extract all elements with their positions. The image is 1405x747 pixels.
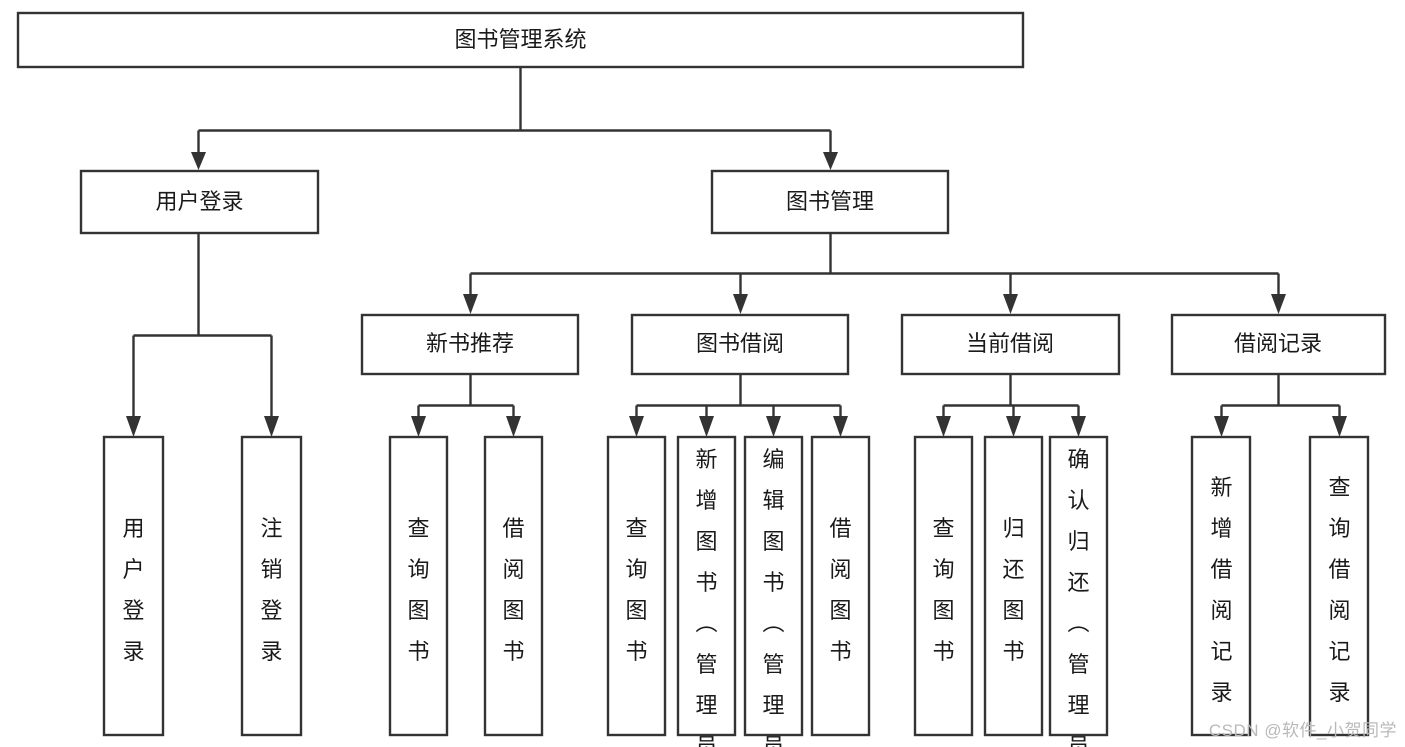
node-leaf-query-book-3-label: 查询图书 [932,516,954,664]
node-leaf-add-book-label: 新增图书（管理员） [695,447,717,747]
node-leaf-return-book-box[interactable] [983,435,1044,737]
node-user-login-box[interactable] [79,169,320,235]
arrowhead-leaf-user-login [126,416,141,437]
node-user-login[interactable]: 用户登录 [79,169,320,235]
node-leaf-return-book-label: 归还图书 [1002,516,1024,664]
node-leaf-borrow-book-1-label: 借阅图书 [502,516,524,664]
node-leaf-add-book[interactable]: 新增图书（管理员） [676,435,737,747]
node-leaf-borrow-book-2-label: 借阅图书 [829,516,851,664]
node-leaf-query-record[interactable]: 查询借阅记录 [1308,435,1370,737]
node-leaf-return-book[interactable]: 归还图书 [983,435,1044,737]
node-leaf-edit-book[interactable]: 编辑图书（管理员） [743,435,804,747]
node-leaf-query-book-1-box[interactable] [388,435,449,737]
node-leaf-query-book-1[interactable]: 查询图书 [388,435,449,737]
node-leaf-edit-book-label: 编辑图书（管理员） [762,447,784,747]
arrowhead-leaf-return-book [1006,416,1021,437]
node-leaf-logout-login[interactable]: 注销登录 [240,435,303,737]
arrowhead-leaf-edit-book [766,416,781,437]
node-leaf-borrow-book-1[interactable]: 借阅图书 [483,435,544,737]
arrowhead-leaf-query-book-3 [936,416,951,437]
connector-layer [126,67,1347,437]
node-book-manage-box[interactable] [710,169,950,235]
node-root-box[interactable] [16,11,1025,69]
arrowhead-leaf-logout-login [264,416,279,437]
arrowhead-leaf-query-book-1 [411,416,426,437]
node-leaf-query-book-2-box[interactable] [606,435,667,737]
node-book-manage[interactable]: 图书管理 [710,169,950,235]
node-leaf-add-book-box[interactable] [676,435,737,737]
arrowhead-leaf-query-record [1332,416,1347,437]
node-leaf-query-book-2-label: 查询图书 [625,516,647,664]
node-leaf-logout-login-label: 注销登录 [260,516,282,664]
node-root-label: 图书管理系统 [454,27,586,52]
node-leaf-confirm-return-label: 确认归还（管理员） [1067,447,1089,747]
arrowhead-book-borrow [733,294,748,314]
node-borrow-record-box[interactable] [1170,313,1387,376]
node-current-borrow-box[interactable] [900,313,1121,376]
arrowhead-leaf-borrow-book-1 [506,416,521,437]
arrowhead-user-login [191,152,206,170]
node-book-borrow[interactable]: 图书借阅 [630,313,850,376]
arrowhead-book-manage [823,152,838,170]
node-borrow-record-label: 借阅记录 [1234,331,1322,356]
node-leaf-query-book-2[interactable]: 查询图书 [606,435,667,737]
node-leaf-add-record-label: 新增借阅记录 [1210,475,1232,705]
node-new-book-recommend[interactable]: 新书推荐 [360,313,580,376]
node-leaf-query-record-box[interactable] [1308,435,1370,737]
node-leaf-borrow-book-2[interactable]: 借阅图书 [810,435,871,737]
node-leaf-add-record-box[interactable] [1190,435,1252,737]
node-book-borrow-box[interactable] [630,313,850,376]
node-leaf-edit-book-box[interactable] [743,435,804,737]
node-leaf-query-book-1-label: 查询图书 [407,516,429,664]
arrowhead-current-borrow [1003,294,1018,314]
node-leaf-user-login-box[interactable] [102,435,165,737]
node-leaf-logout-login-box[interactable] [240,435,303,737]
arrowhead-borrow-record [1271,294,1286,314]
node-current-borrow[interactable]: 当前借阅 [900,313,1121,376]
node-leaf-confirm-return[interactable]: 确认归还（管理员） [1048,435,1109,747]
node-leaf-user-login[interactable]: 用户登录 [102,435,165,737]
node-current-borrow-label: 当前借阅 [966,331,1054,356]
node-leaf-query-book-3-box[interactable] [913,435,974,737]
node-user-login-label: 用户登录 [155,189,243,214]
node-leaf-add-record[interactable]: 新增借阅记录 [1190,435,1252,737]
node-new-book-recommend-box[interactable] [360,313,580,376]
arrowhead-leaf-query-book-2 [629,416,644,437]
node-new-book-recommend-label: 新书推荐 [426,331,514,356]
node-leaf-user-login-label: 用户登录 [122,516,144,664]
arrowhead-leaf-add-book [699,416,714,437]
node-leaf-borrow-book-1-box[interactable] [483,435,544,737]
arrowhead-leaf-borrow-book-2 [833,416,848,437]
arrowhead-leaf-confirm-return [1071,416,1086,437]
node-leaf-confirm-return-box[interactable] [1048,435,1109,737]
arrowhead-leaf-add-record [1214,416,1229,437]
node-leaf-borrow-book-2-box[interactable] [810,435,871,737]
node-borrow-record[interactable]: 借阅记录 [1170,313,1387,376]
node-root[interactable]: 图书管理系统 [16,11,1025,69]
node-book-manage-label: 图书管理 [786,189,874,214]
node-leaf-query-book-3[interactable]: 查询图书 [913,435,974,737]
arrowhead-new-book-recommend [463,294,478,314]
node-book-borrow-label: 图书借阅 [696,331,784,356]
node-leaf-query-record-label: 查询借阅记录 [1328,475,1350,705]
